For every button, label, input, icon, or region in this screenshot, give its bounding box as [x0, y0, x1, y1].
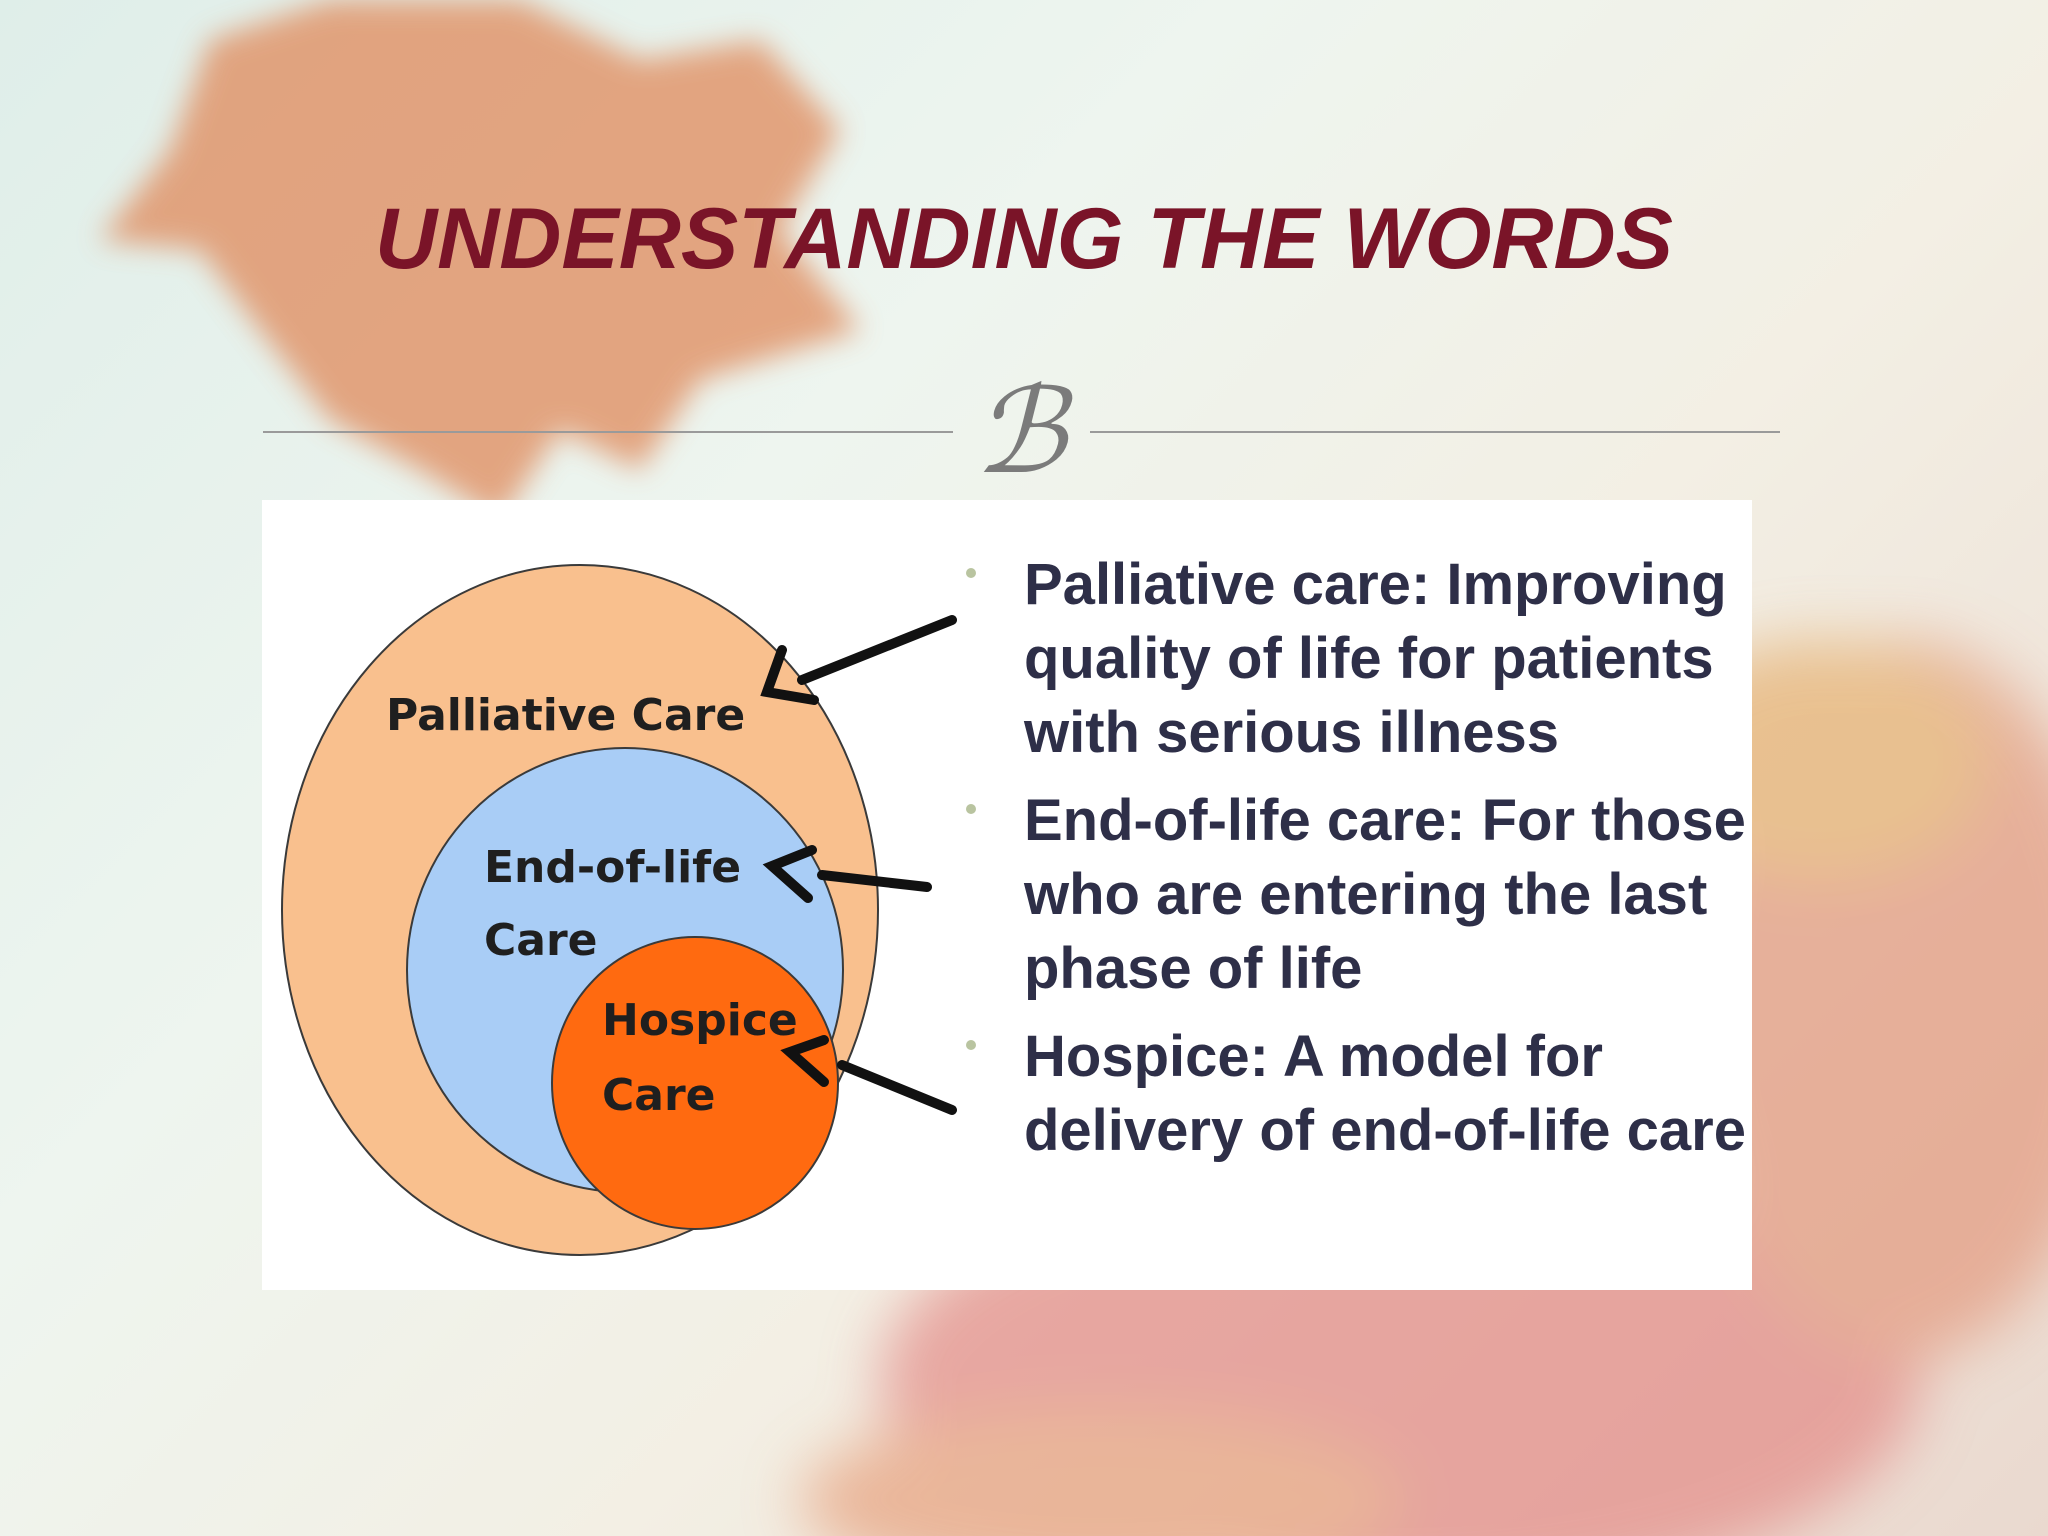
title-divider-left: [263, 431, 953, 433]
bullet-dot-icon: [966, 804, 976, 814]
definition-end-of-life: End-of-life care: For those who are ente…: [960, 784, 1760, 1006]
middle-circle-label-line1: End-of-life: [484, 842, 741, 893]
inner-circle-label-line2: Care: [602, 1070, 716, 1121]
bullet-dot-icon: [966, 1040, 976, 1050]
inner-circle-label-line1: Hospice: [602, 995, 798, 1046]
definitions-list: Palliative care: Improving quality of li…: [960, 548, 1760, 1182]
arrow-end-of-life: [762, 845, 932, 903]
definition-arrows: [760, 615, 957, 1115]
arrow-palliative: [760, 615, 957, 705]
title-divider-right: [1090, 431, 1780, 433]
definition-text: Hospice: A model for delivery of end-of-…: [1024, 1024, 1746, 1163]
bullet-dot-icon: [966, 568, 976, 578]
definition-text: Palliative care: Improving quality of li…: [1024, 552, 1727, 765]
arrow-hospice: [780, 1035, 957, 1115]
definition-hospice: Hospice: A model for delivery of end-of-…: [960, 1020, 1760, 1168]
hospice-care-circle: [551, 936, 839, 1230]
content-panel: Palliative Care End-of-life Care Hospice…: [262, 500, 1752, 1290]
middle-circle-label-line2: Care: [484, 915, 598, 966]
definition-palliative: Palliative care: Improving quality of li…: [960, 548, 1760, 770]
definition-text: End-of-life care: For those who are ente…: [1024, 788, 1746, 1001]
ornament-icon: ℬ: [973, 362, 1067, 500]
nested-care-diagram: Palliative Care End-of-life Care Hospice…: [281, 564, 879, 1256]
outer-circle-label: Palliative Care: [386, 690, 745, 741]
slide-title: UNDERSTANDING THE WORDS: [375, 191, 1673, 287]
